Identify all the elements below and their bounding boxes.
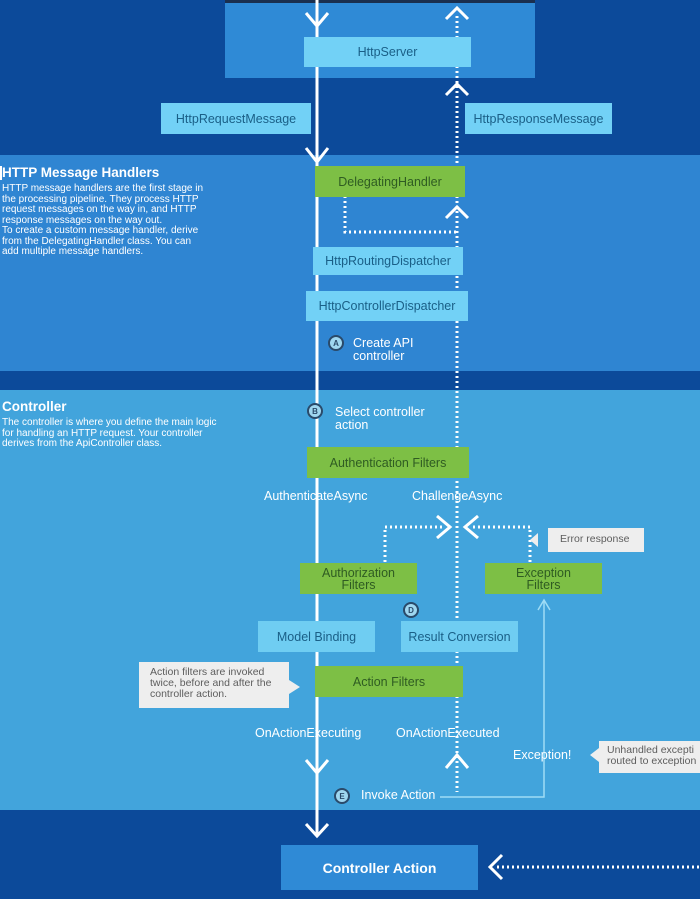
model-binding-box[interactable]: Model Binding	[258, 621, 375, 652]
handlers-heading: HTTP Message Handlers	[2, 165, 160, 180]
authenticate-async-label: AuthenticateAsync	[264, 489, 368, 503]
exception-label: Exception!	[513, 748, 572, 762]
step-e-marker: E	[334, 788, 350, 804]
separator-band	[0, 371, 700, 390]
delegating-handler-box[interactable]: DelegatingHandler	[315, 166, 465, 197]
error-response-note: Error response	[548, 528, 644, 552]
unhandled-exception-note: Unhandled excepti routed to exception	[599, 741, 700, 773]
challenge-async-label: ChallengeAsync	[412, 489, 503, 503]
step-a-label: Create API controller	[353, 336, 414, 363]
http-routing-dispatcher-box[interactable]: HttpRoutingDispatcher	[313, 247, 463, 275]
http-controller-dispatcher-box[interactable]: HttpControllerDispatcher	[306, 291, 468, 321]
exception-filters-box[interactable]: Exception Filters	[485, 563, 602, 594]
on-action-executing-label: OnActionExecuting	[255, 726, 362, 740]
authentication-filters-box[interactable]: Authentication Filters	[307, 447, 469, 478]
top-dark-strip	[225, 0, 535, 3]
action-filters-box[interactable]: Action Filters	[315, 666, 463, 697]
step-a-marker: A	[328, 335, 344, 351]
http-request-message-box[interactable]: HttpRequestMessage	[161, 103, 311, 134]
step-d-marker: D	[403, 602, 419, 618]
controller-action-box[interactable]: Controller Action	[281, 845, 478, 890]
controller-description: The controller is where you define the m…	[2, 417, 217, 449]
result-conversion-box[interactable]: Result Conversion	[401, 621, 518, 652]
step-b-label: Select controller action	[335, 405, 425, 432]
on-action-executed-label: OnActionExecuted	[396, 726, 500, 740]
step-b-marker: B	[307, 403, 323, 419]
http-server-box[interactable]: HttpServer	[304, 37, 471, 67]
controller-heading: Controller	[2, 399, 67, 414]
action-filters-note: Action filters are invoked twice, before…	[139, 662, 289, 708]
authorization-filters-box[interactable]: Authorization Filters	[300, 563, 417, 594]
invoke-action-label: Invoke Action	[361, 788, 436, 802]
handlers-description: HTTP message handlers are the first stag…	[2, 183, 204, 257]
handlers-heading-bar	[0, 166, 2, 180]
http-response-message-box[interactable]: HttpResponseMessage	[465, 103, 612, 134]
